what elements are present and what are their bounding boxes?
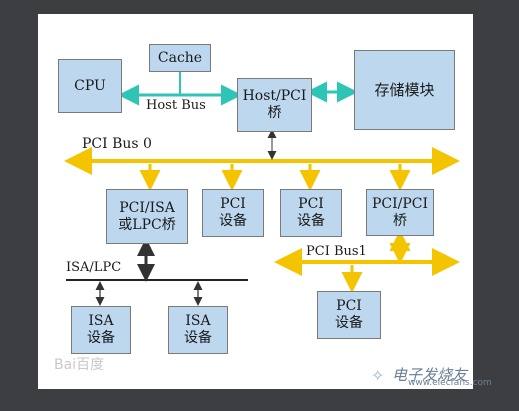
baidu-watermark: Bai百度 bbox=[54, 357, 105, 373]
pci-bus-1-label: PCI Bus1 bbox=[306, 244, 367, 259]
elecfans-url: www.elecfans.com bbox=[408, 378, 492, 388]
isa-lpc-label: ISA/LPC bbox=[66, 260, 122, 275]
connection-lines bbox=[64, 72, 460, 306]
cpu-box: CPU bbox=[58, 59, 122, 113]
elecfans-watermark: 电子发烧友 bbox=[392, 366, 468, 384]
pci-bus-0-label: PCI Bus 0 bbox=[82, 136, 152, 152]
storage-module-box: 存储模块 bbox=[354, 50, 455, 130]
elecfans-watermark-logo: ✧ bbox=[371, 366, 385, 385]
cache-box: Cache bbox=[149, 44, 211, 72]
host-bus-label: Host Bus bbox=[146, 98, 206, 113]
